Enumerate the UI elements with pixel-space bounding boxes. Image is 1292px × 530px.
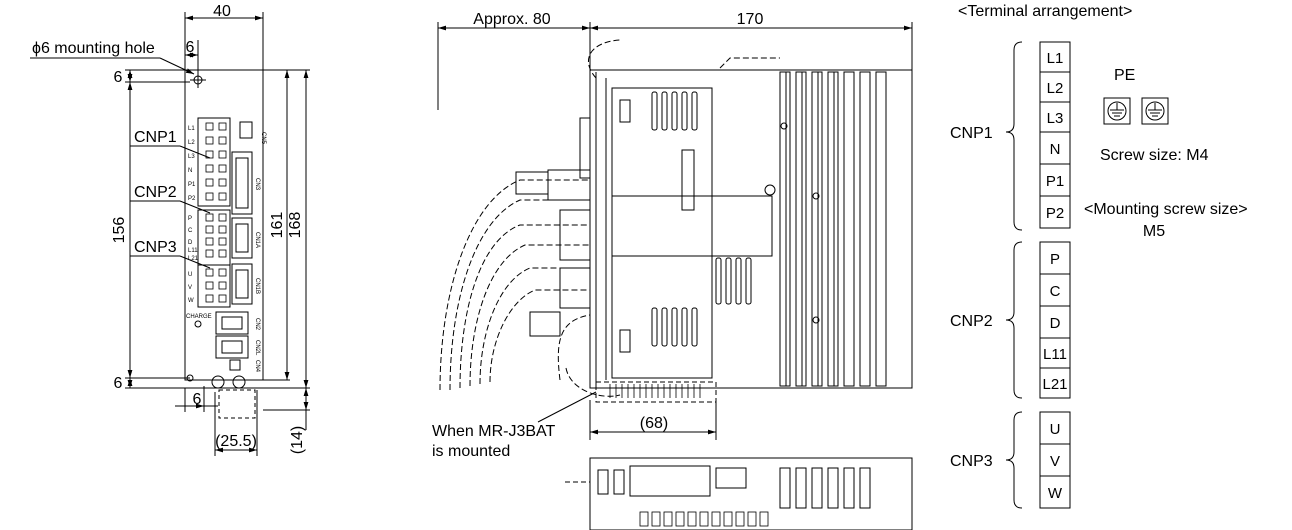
front-view bbox=[30, 12, 310, 456]
terminal-pin: P bbox=[1050, 251, 1060, 268]
cn-label: CN4 bbox=[254, 360, 260, 373]
terminal-pin: P1 bbox=[1046, 173, 1064, 190]
mounting-screw-value: M5 bbox=[1143, 223, 1165, 240]
dim-68: (68) bbox=[640, 415, 668, 432]
cnp2-label: CNP2 bbox=[950, 313, 993, 330]
pin-label: L1 bbox=[188, 126, 195, 132]
battery-note-line2: is mounted bbox=[432, 443, 510, 460]
dim-hole-pitch: 156 bbox=[111, 217, 128, 244]
battery-note-line1: When MR-J3BAT bbox=[432, 423, 556, 440]
cn-label: CN2 bbox=[254, 318, 260, 331]
dim-hole-offset: 6 bbox=[186, 39, 195, 56]
pin-label: P1 bbox=[188, 182, 196, 188]
terminal-pin: W bbox=[1048, 485, 1063, 502]
terminal-pin: L2 bbox=[1047, 80, 1064, 97]
terminal-pin: L1 bbox=[1047, 50, 1064, 67]
cnp3-front-label: CNP3 bbox=[134, 239, 177, 256]
pe-label: PE bbox=[1114, 67, 1135, 84]
terminal-pin: C bbox=[1050, 283, 1061, 300]
terminal-pin: V bbox=[1050, 453, 1060, 470]
cnp1-brace bbox=[1005, 41, 1023, 231]
pin-label: L11 bbox=[188, 248, 198, 254]
cn-label: CN5 bbox=[260, 132, 266, 145]
dim-depth-170: 170 bbox=[737, 11, 764, 28]
servo-body-side bbox=[589, 69, 913, 389]
dim-height-168: 168 bbox=[287, 212, 304, 239]
dim-top-margin: 6 bbox=[114, 69, 123, 86]
terminal-pin: P2 bbox=[1046, 205, 1064, 222]
terminal-arrangement: <Terminal arrangement> CNP1 CNP2 CNP3 bbox=[950, 3, 1248, 509]
pin-label: U bbox=[188, 272, 192, 278]
cnp3-brace bbox=[1005, 411, 1023, 509]
screw-size-label: Screw size: M4 bbox=[1100, 147, 1209, 164]
terminal-pin: U bbox=[1050, 421, 1061, 438]
dim-bottom-14: (14) bbox=[289, 426, 306, 454]
pin-label: W bbox=[188, 298, 194, 304]
cnp2-brace bbox=[1005, 241, 1023, 399]
pin-label: V bbox=[188, 285, 192, 291]
terminal-pin: L3 bbox=[1047, 110, 1064, 127]
terminal-title: <Terminal arrangement> bbox=[958, 3, 1132, 20]
cnp3-label: CNP3 bbox=[950, 453, 993, 470]
mounting-screw-title: <Mounting screw size> bbox=[1084, 201, 1248, 218]
pin-label: L3 bbox=[188, 154, 195, 160]
mounting-hole-label: ϕ6 mounting hole bbox=[32, 40, 155, 57]
dim-bottom-margin: 6 bbox=[114, 375, 123, 392]
pin-label: C bbox=[188, 228, 193, 234]
pin-label: N bbox=[188, 168, 192, 174]
cn-label: CN1A bbox=[254, 232, 260, 248]
dim-approx-80: Approx. 80 bbox=[473, 11, 550, 28]
cn-label: CN2L bbox=[254, 340, 260, 356]
terminal-pin: L11 bbox=[1043, 346, 1067, 363]
cn-label: CN3 bbox=[254, 178, 260, 191]
pin-label: L21 bbox=[188, 256, 199, 262]
front-pin-labels: L1 L2 L3 N P1 P2 P C D L11 L21 U V W CHA… bbox=[186, 126, 266, 373]
pin-label: P bbox=[188, 216, 192, 222]
pin-label: P2 bbox=[188, 196, 196, 202]
side-view bbox=[437, 22, 913, 530]
dim-bottom-offset: 6 bbox=[193, 391, 202, 408]
charge-label: CHARGE bbox=[186, 314, 212, 320]
terminal-pin: N bbox=[1050, 141, 1061, 158]
cn-label: CN1B bbox=[254, 278, 260, 294]
pin-label: L2 bbox=[188, 140, 195, 146]
cnp1-front-label: CNP1 bbox=[134, 129, 177, 146]
cnp1-label: CNP1 bbox=[950, 125, 993, 142]
pin-label: D bbox=[188, 240, 193, 246]
terminal-pin: D bbox=[1050, 315, 1061, 332]
terminal-pin: L21 bbox=[1042, 376, 1067, 393]
pe-ground-icons bbox=[1103, 97, 1169, 125]
dim-height-161: 161 bbox=[269, 212, 286, 239]
cnp2-front-label: CNP2 bbox=[134, 184, 177, 201]
dim-pe-pitch: (25.5) bbox=[215, 433, 257, 450]
dim-width-40: 40 bbox=[213, 3, 231, 20]
